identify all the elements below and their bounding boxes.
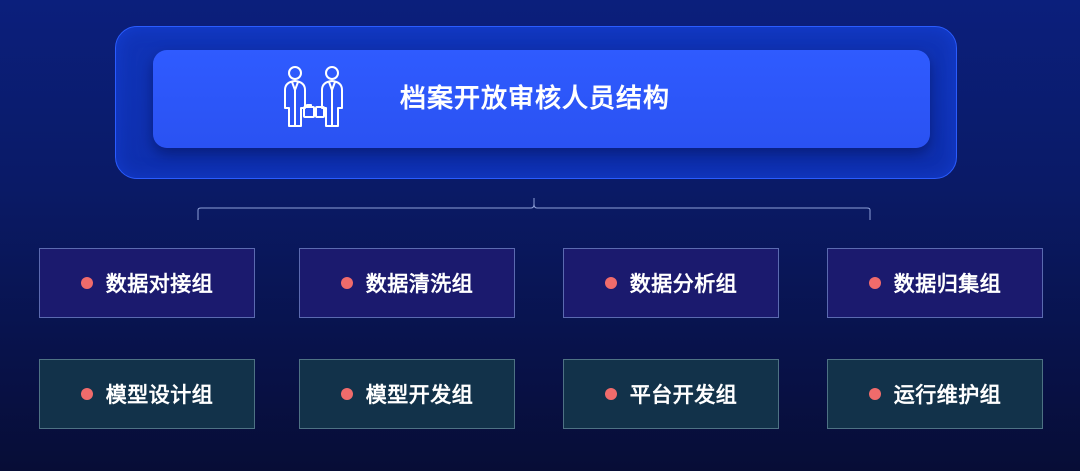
group-label: 模型设计组 xyxy=(105,383,214,407)
bullet-dot xyxy=(80,388,93,400)
group-label: 数据对接组 xyxy=(105,272,214,296)
bullet-dot xyxy=(868,388,881,400)
group-box-operations-maintenance: 运行维护组 xyxy=(827,359,1043,429)
group-label: 数据分析组 xyxy=(629,272,738,296)
title-bar xyxy=(153,50,930,148)
group-box-data-cleansing: 数据清洗组 xyxy=(299,248,515,318)
group-label: 数据清洗组 xyxy=(365,272,474,296)
group-box-data-aggregation: 数据归集组 xyxy=(827,248,1043,318)
bullet-dot xyxy=(868,277,881,289)
bullet-dot xyxy=(340,388,353,400)
group-label: 运行维护组 xyxy=(893,383,1002,407)
business-people-icon xyxy=(284,66,343,127)
group-label: 数据归集组 xyxy=(893,272,1002,296)
group-box-model-development: 模型开发组 xyxy=(299,359,515,429)
group-box-data-analysis: 数据分析组 xyxy=(563,248,779,318)
group-box-model-design: 模型设计组 xyxy=(39,359,255,429)
bullet-dot xyxy=(604,277,617,289)
org-connector-bracket xyxy=(197,198,871,220)
group-label: 模型开发组 xyxy=(365,383,474,407)
group-box-platform-development: 平台开发组 xyxy=(563,359,779,429)
group-box-data-integration: 数据对接组 xyxy=(39,248,255,318)
chart-title: 档案开放审核人员结构 xyxy=(400,84,671,114)
bullet-dot xyxy=(604,388,617,400)
bullet-dot xyxy=(80,277,93,289)
group-label: 平台开发组 xyxy=(629,383,738,407)
bullet-dot xyxy=(340,277,353,289)
